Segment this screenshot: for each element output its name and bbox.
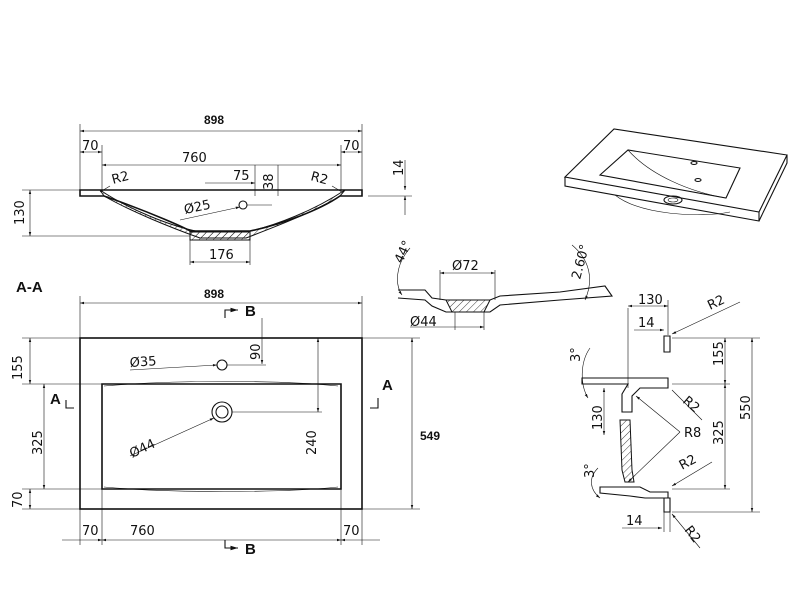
top-depth: 130 xyxy=(13,200,28,225)
plan-dim-155: 155 xyxy=(11,355,26,380)
isometric-view xyxy=(563,128,788,222)
plan-view: A-A 898 B B A A Ø35 Ø44 90 xyxy=(11,279,440,558)
top-overall-width: 898 xyxy=(204,113,224,127)
sb-dim-155: 155 xyxy=(712,341,727,366)
section-b-view: 130 14 R2 155 325 550 3° R2 130 R xyxy=(569,293,760,549)
sb-dim-550: 550 xyxy=(739,395,754,420)
sb-r8: R8 xyxy=(684,426,701,441)
drain-dia-72: 72 xyxy=(462,259,479,274)
plan-bottom-right: 70 xyxy=(343,524,360,539)
sb-dim-130-v: 130 xyxy=(591,405,606,430)
top-drain-width: 176 xyxy=(209,248,234,263)
sb-angle-bottom: 3° xyxy=(583,463,598,478)
plan-dim-90: 90 xyxy=(249,343,264,360)
top-thickness: 14 xyxy=(392,159,407,176)
top-offset-38: 38 xyxy=(262,173,277,190)
drain-angle-left: 44° xyxy=(392,238,415,265)
sb-dim-325: 325 xyxy=(712,420,727,445)
top-left-margin: 70 xyxy=(82,139,99,154)
top-r2-left: R2 xyxy=(110,169,131,188)
marker-a-left: A xyxy=(50,391,61,408)
drain-detail-view: Ø72 Ø44 44° 2.60° xyxy=(392,238,614,330)
svg-text:Ø72: Ø72 xyxy=(452,259,479,274)
phi-symbol: Ø xyxy=(452,259,462,274)
sb-dim-14-bottom: 14 xyxy=(626,514,643,529)
phi-symbol: Ø xyxy=(183,201,196,218)
svg-text:Ø25: Ø25 xyxy=(183,198,212,218)
phi-symbol: Ø xyxy=(129,355,140,371)
marker-b-bottom: B xyxy=(245,541,256,558)
svg-text:Ø44: Ø44 xyxy=(410,315,437,330)
top-r2-right: R2 xyxy=(309,169,330,188)
plan-dim-325: 325 xyxy=(31,430,46,455)
plan-bottom-left: 70 xyxy=(82,524,99,539)
svg-text:Ø35: Ø35 xyxy=(129,354,157,371)
top-section-view: 898 70 760 70 R2 R2 75 38 14 xyxy=(13,113,412,265)
sb-r2-top: R2 xyxy=(705,293,727,314)
plan-tap-hole: 35 xyxy=(139,354,157,370)
plan-dim-240: 240 xyxy=(305,430,320,455)
top-drain-dia: 25 xyxy=(193,198,212,216)
marker-b-top: B xyxy=(245,303,256,320)
plan-dim-70: 70 xyxy=(11,491,26,508)
plan-dim-549: 549 xyxy=(420,429,440,443)
sb-r2-low: R2 xyxy=(677,452,699,473)
svg-text:Ø44: Ø44 xyxy=(127,437,158,462)
top-right-margin: 70 xyxy=(343,139,360,154)
top-offset-75: 75 xyxy=(233,169,250,184)
drain-dia-44: 44 xyxy=(420,315,437,330)
phi-symbol: Ø xyxy=(410,315,420,330)
plan-bottom-760: 760 xyxy=(130,524,155,539)
top-bowl-width: 760 xyxy=(182,151,207,166)
marker-a-right: A xyxy=(382,377,393,394)
sb-dim-130: 130 xyxy=(638,293,663,308)
sb-r2-bottom: R2 xyxy=(681,523,703,546)
plan-drain-hole: 44 xyxy=(137,437,158,458)
sb-dim-14-top: 14 xyxy=(638,316,655,331)
sb-angle-top: 3° xyxy=(569,347,584,362)
sb-r2-mid: R2 xyxy=(679,394,702,417)
section-label-aa: A-A xyxy=(16,279,43,296)
plan-overall-width: 898 xyxy=(204,287,224,301)
